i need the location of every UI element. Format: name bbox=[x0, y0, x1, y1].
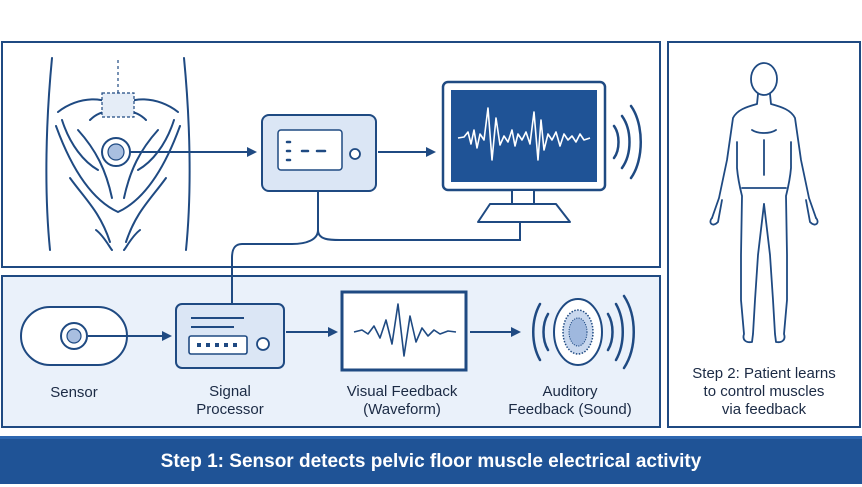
auditory-sound-waves-icon bbox=[532, 294, 635, 370]
signal-processor-label-line2: Processor bbox=[196, 401, 264, 418]
component-labels: Sensor Signal Processor Visual Feedback … bbox=[50, 383, 631, 418]
visual-feedback-waveform bbox=[353, 303, 457, 357]
top-processor-display-marks bbox=[285, 140, 327, 162]
top-processor-knob-icon bbox=[349, 148, 361, 160]
signal-processor-label-line1: Signal bbox=[209, 383, 251, 400]
auditory-feedback-label-line1: Auditory bbox=[542, 383, 598, 400]
patient-panel bbox=[667, 41, 861, 428]
step1-caption: Step 1: Sensor detects pelvic floor musc… bbox=[160, 451, 702, 472]
step2-caption-line3: via feedback bbox=[722, 401, 807, 418]
monitor-waveform bbox=[457, 107, 591, 161]
step2-caption-line2: to control muscles bbox=[704, 383, 825, 400]
step2-caption-line1: Step 2: Patient learns bbox=[692, 365, 835, 382]
patient-figure-illustration bbox=[709, 62, 819, 344]
visual-feedback-label-line2: (Waveform) bbox=[363, 401, 441, 418]
processor-knob-icon bbox=[256, 337, 270, 351]
auditory-feedback-label-line2: Feedback (Sound) bbox=[508, 401, 631, 418]
visual-feedback-label-line1: Visual Feedback bbox=[347, 383, 458, 400]
monitor-neck bbox=[511, 189, 535, 205]
sensor-label: Sensor bbox=[50, 384, 98, 401]
monitor-stand bbox=[477, 203, 571, 223]
internal-sensor-core bbox=[107, 143, 125, 161]
connection-line bbox=[231, 191, 521, 303]
processor-keypad-dots bbox=[197, 343, 237, 347]
auditory-speaker-grill-inner bbox=[568, 317, 588, 347]
sensor-placement-box bbox=[101, 92, 135, 118]
monitor-sound-waves-icon bbox=[612, 104, 642, 180]
step1-banner: Step 1: Sensor detects pelvic floor musc… bbox=[0, 436, 862, 484]
top-processor-display bbox=[277, 129, 343, 171]
sensor-core-icon bbox=[66, 328, 82, 344]
pelvis-anatomy-illustration bbox=[45, 57, 191, 251]
step2-caption: Step 2: Patient learns to control muscle… bbox=[692, 365, 835, 418]
